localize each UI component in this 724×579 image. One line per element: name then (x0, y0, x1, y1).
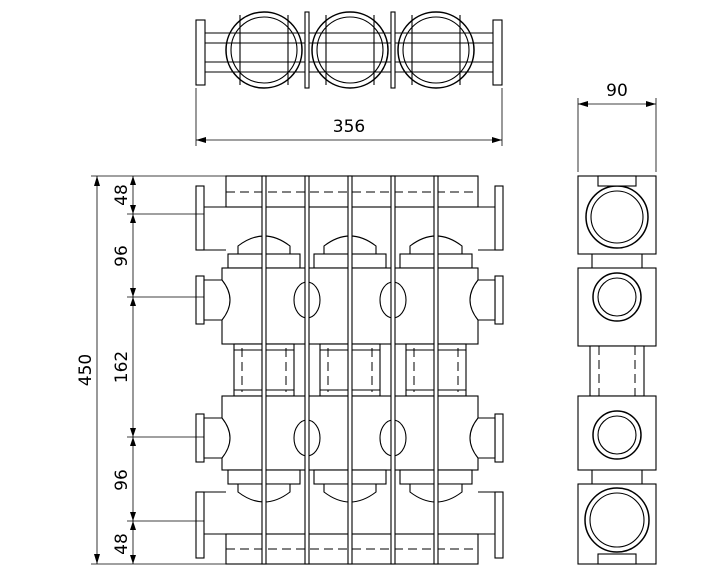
side-block-3 (577, 395, 657, 471)
side-block-1 (577, 175, 657, 255)
dim-90-label: 90 (606, 81, 628, 101)
top-valve-1 (225, 11, 303, 89)
dimension-heights: 450 48 96 162 96 48 (76, 175, 226, 565)
dim-96-bottom-label: 96 (112, 469, 132, 491)
rods (261, 175, 439, 565)
top-right-flange (492, 19, 503, 86)
side-view (577, 175, 657, 565)
dim-48-top-label: 48 (112, 184, 132, 206)
side-block-2 (577, 267, 657, 347)
dim-356-label: 356 (333, 117, 365, 137)
dimension-side-depth: 90 (577, 81, 657, 172)
rod (304, 175, 310, 565)
top-left-flange (195, 19, 206, 86)
rod (261, 175, 267, 565)
top-valve-2 (311, 11, 389, 89)
dim-48-bottom-label: 48 (112, 533, 132, 555)
dim-96-top-label: 96 (112, 245, 132, 267)
dimension-top-width: 356 (195, 88, 503, 146)
side-block-4 (577, 483, 657, 565)
top-valve-3 (397, 11, 475, 89)
top-view (195, 11, 503, 89)
front-view (195, 175, 504, 565)
rod (390, 175, 396, 565)
rod (347, 175, 353, 565)
rod (433, 175, 439, 565)
dim-162-label: 162 (112, 351, 132, 383)
dim-450-label: 450 (76, 354, 96, 386)
